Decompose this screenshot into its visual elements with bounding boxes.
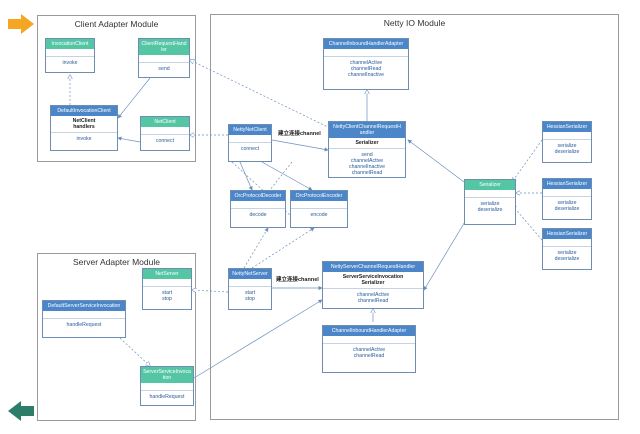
operation: serialize xyxy=(480,201,500,207)
class-netty-net-server[interactable]: NettyNetServer start stop xyxy=(228,268,272,310)
operation: encode xyxy=(310,212,328,218)
class-name: DefaultInvocationClient xyxy=(51,106,117,116)
class-hessian-serializer-3[interactable]: HessianSerializer serialize deserialize xyxy=(542,228,592,270)
class-name: ClientRequestHand ler xyxy=(139,39,189,55)
class-channel-inbound-handler-adapter-bottom[interactable]: ChannelInboundHandlerAdapter channelActi… xyxy=(322,325,416,373)
operation: deserialize xyxy=(554,206,580,212)
operation: serialize xyxy=(557,250,577,256)
class-netty-net-client[interactable]: NettyNetClient connect xyxy=(228,124,272,162)
operation: deserialize xyxy=(554,256,580,262)
operation: channelInactive xyxy=(347,72,385,78)
class-orc-protocol-decoder[interactable]: OrcProtocolDecoder decode xyxy=(230,190,286,228)
class-name: Serializer xyxy=(465,180,515,190)
operation: deserialize xyxy=(477,207,503,213)
class-name: HessianSerializer xyxy=(543,122,591,132)
operation: decode xyxy=(249,212,267,218)
operation: deserialize xyxy=(554,149,580,155)
operation: stop xyxy=(162,296,172,302)
operation: start xyxy=(244,290,256,296)
class-server-service-invocation[interactable]: ServerServiceInvoca tion handleRequest xyxy=(140,366,194,406)
class-name: HessianSerializer xyxy=(543,179,591,189)
class-net-client[interactable]: NetClient connect xyxy=(140,116,190,151)
operation: start xyxy=(161,290,173,296)
class-client-request-handler[interactable]: ClientRequestHand ler send xyxy=(138,38,190,78)
class-name: NettyNetClient xyxy=(229,125,271,135)
attribute: ServerServiceInvocation xyxy=(342,274,404,280)
operation: serialize xyxy=(557,200,577,206)
client-adapter-module-title: Client Adapter Module xyxy=(74,19,159,29)
server-adapter-module-title: Server Adapter Module xyxy=(73,257,160,267)
edge-label-client-channel: 建立连接channel xyxy=(278,131,321,137)
forward-arrow-icon[interactable] xyxy=(8,14,34,34)
attribute: Serializer xyxy=(361,280,385,286)
operation: channelInactive xyxy=(348,164,386,170)
operation: channelRead xyxy=(351,170,383,176)
class-orc-protocol-encoder[interactable]: OrcProtocolEncoder encode xyxy=(290,190,348,228)
class-default-invocation-client[interactable]: DefaultInvocationClient NetClient handle… xyxy=(50,105,118,151)
class-channel-inbound-handler-adapter-top[interactable]: ChannelInboundHandlerAdapter channelActi… xyxy=(323,38,409,90)
class-name: NetClient xyxy=(141,117,189,127)
operation: handleRequest xyxy=(66,322,102,328)
class-name: OrcProtocolEncoder xyxy=(291,191,347,201)
operation: channelActive xyxy=(349,60,383,66)
operation: channelRead xyxy=(353,353,385,359)
class-default-server-service-invocation[interactable]: DefaultServerServiceInvocation handleReq… xyxy=(42,300,126,338)
netty-io-module-title: Netty IO Module xyxy=(383,18,446,28)
operation: channelRead xyxy=(350,66,382,72)
class-name: ServerServiceInvoca tion xyxy=(141,367,193,383)
operation: invoke xyxy=(62,60,78,66)
class-name: NettyClientChannelRequestH andler xyxy=(329,122,405,138)
operation: serialize xyxy=(557,143,577,149)
operation: send xyxy=(361,152,373,158)
class-name: NettyServerChannelRequestHandler xyxy=(323,262,423,272)
class-name: OrcProtocolDecoder xyxy=(231,191,285,201)
class-name: HessianSerializer xyxy=(543,229,591,239)
attribute: handlers xyxy=(73,124,95,130)
class-name: InvocationClient xyxy=(46,39,94,49)
operation: invoke xyxy=(76,136,92,142)
class-name: NetServer xyxy=(143,269,191,279)
class-netty-client-channel-request-handler[interactable]: NettyClientChannelRequestH andler Serial… xyxy=(328,121,406,178)
operation: send xyxy=(158,66,170,72)
operation: stop xyxy=(245,296,255,302)
operation: handleRequest xyxy=(149,394,185,400)
back-arrow-icon[interactable] xyxy=(8,401,34,421)
operation: channelActive xyxy=(352,347,386,353)
class-hessian-serializer-1[interactable]: HessianSerializer serialize deserialize xyxy=(542,121,592,163)
class-serializer[interactable]: Serializer serialize deserialize xyxy=(464,179,516,225)
operation: channelRead xyxy=(357,298,389,304)
class-invocation-client[interactable]: InvocationClient invoke xyxy=(45,38,95,73)
operation: channelActive xyxy=(350,158,384,164)
class-name: ChannelInboundHandlerAdapter xyxy=(323,326,415,336)
class-name: DefaultServerServiceInvocation xyxy=(43,301,125,311)
class-net-server[interactable]: NetServer start stop xyxy=(142,268,192,310)
operation: channelActive xyxy=(356,292,390,298)
class-name: NettyNetServer xyxy=(229,269,271,279)
operation: connect xyxy=(240,146,260,152)
operation: connect xyxy=(155,138,175,144)
class-hessian-serializer-2[interactable]: HessianSerializer serialize deserialize xyxy=(542,178,592,220)
class-name: ChannelInboundHandlerAdapter xyxy=(324,39,408,49)
attribute: Serializer xyxy=(355,140,379,146)
edge-label-server-channel: 建立连接channel xyxy=(276,277,319,283)
attribute: NetClient xyxy=(72,118,96,124)
class-netty-server-channel-request-handler[interactable]: NettyServerChannelRequestHandler ServerS… xyxy=(322,261,424,309)
